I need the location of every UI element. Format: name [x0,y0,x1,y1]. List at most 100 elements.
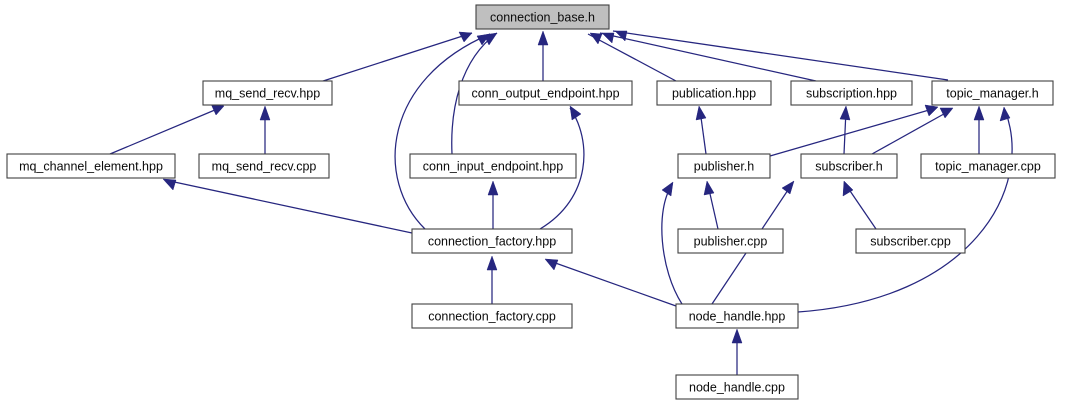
node-box[interactable] [677,228,784,254]
edge-line [871,109,952,155]
node-box[interactable] [931,80,1054,106]
graph-node-mq_send_recv_cpp[interactable]: mq_send_recv.cpp [198,153,330,179]
arrowhead-icon [839,105,851,121]
edge-connection_factory_hpp-to-conn_output_endpoint_hpp [539,105,585,230]
edge-node_handle_hpp-to-publisher_h [661,181,683,305]
arrowhead-icon [703,180,715,196]
graph-node-conn_input_endpoint_hpp[interactable]: conn_input_endpoint.hpp [409,153,577,179]
edge-mq_send_recv_cpp-to-mq_send_recv_hpp [259,105,271,154]
node-box[interactable] [202,80,333,106]
arrowhead-icon [483,32,498,46]
edge-publisher_h-to-publication_hpp [695,105,707,155]
arrowhead-icon [973,105,985,121]
edge-line [394,33,491,230]
graph-node-node_handle_cpp[interactable]: node_handle.cpp [675,374,799,400]
arrowhead-icon [614,30,628,42]
graph-node-subscriber_h[interactable]: subscriber.h [800,153,898,179]
arrowhead-icon [924,104,939,117]
edge-line [599,32,817,82]
edge-line [164,179,413,234]
arrowhead-icon [939,107,954,119]
node-box[interactable] [855,228,966,254]
node-box[interactable] [409,153,577,179]
node-box[interactable] [675,374,799,400]
edge-line [539,107,585,230]
graph-node-mq_send_recv_hpp[interactable]: mq_send_recv.hpp [202,80,333,106]
arrowhead-icon [781,180,795,195]
edge-conn_output_endpoint_hpp-to-connection_base_h [537,30,549,81]
edge-line [797,109,1013,313]
edge-line [319,32,473,83]
graph-node-publisher_cpp[interactable]: publisher.cpp [677,228,784,254]
edge-line [109,106,223,155]
edge-topic_manager_cpp-to-topic_manager_h [973,105,985,154]
edge-node_handle_hpp-to-connection_factory_hpp [544,258,677,307]
node-box[interactable] [800,153,898,179]
arrowhead-icon [601,32,615,44]
node-box[interactable] [656,80,772,106]
node-box[interactable] [675,303,799,329]
graph-node-subscriber_cpp[interactable]: subscriber.cpp [855,228,966,254]
edge-node_handle_hpp-to-topic_manager_h [797,106,1013,313]
edge-subscription_hpp-to-connection_base_h [599,32,817,82]
arrowhead-icon [162,178,177,191]
edge-line [661,184,683,305]
graph-node-connection_factory_hpp[interactable]: connection_factory.hpp [411,228,573,254]
graph-node-topic_manager_cpp[interactable]: topic_manager.cpp [920,153,1056,179]
node-box[interactable] [475,4,610,30]
edge-connection_factory_hpp-to-connection_base_h [394,33,491,230]
edge-subscriber_h-to-subscription_hpp [839,105,851,155]
graph-node-conn_output_endpoint_hpp[interactable]: conn_output_endpoint.hpp [458,80,633,106]
edge-line [612,30,949,81]
node-box[interactable] [198,153,330,179]
edges-layer [109,30,1013,375]
edge-line [546,259,677,307]
arrowhead-icon [661,181,674,197]
arrowhead-icon [569,105,582,121]
arrowhead-icon [487,180,499,196]
edge-mq_send_recv_hpp-to-connection_base_h [319,31,473,83]
edge-connection_factory_hpp-to-mq_channel_element_hpp [162,178,413,234]
arrowhead-icon [544,258,559,271]
edge-publisher_h-to-topic_manager_h [769,104,939,157]
edge-subscriber_cpp-to-subscriber_h [842,180,877,230]
arrowhead-icon [259,105,271,121]
graph-node-mq_channel_element_hpp[interactable]: mq_channel_element.hpp [6,153,176,179]
arrowhead-icon [537,30,549,46]
graph-node-connection_base_h[interactable]: connection_base.h [475,4,610,30]
edge-connection_factory_hpp-to-conn_input_endpoint_hpp [487,180,499,229]
graph-node-connection_factory_cpp[interactable]: connection_factory.cpp [411,303,573,329]
node-box[interactable] [920,153,1056,179]
graph-node-topic_manager_h[interactable]: topic_manager.h [931,80,1054,106]
graph-node-publisher_h[interactable]: publisher.h [677,153,771,179]
arrowhead-icon [731,328,743,344]
edge-topic_manager_h-to-connection_base_h [612,30,949,81]
edge-mq_channel_element_hpp-to-mq_send_recv_hpp [109,103,225,155]
arrowhead-icon [842,180,854,197]
graph-node-node_handle_hpp[interactable]: node_handle.hpp [675,303,799,329]
node-box[interactable] [790,80,913,106]
arrowhead-icon [695,105,707,121]
edge-node_handle_cpp-to-node_handle_hpp [731,328,743,375]
arrowhead-icon [458,31,473,43]
node-box[interactable] [411,303,573,329]
node-box[interactable] [411,228,573,254]
node-box[interactable] [677,153,771,179]
edge-line [769,107,937,157]
edge-subscriber_h-to-topic_manager_h [871,107,954,155]
edge-connection_factory_cpp-to-connection_factory_hpp [486,255,498,304]
edge-publication_hpp-to-connection_base_h [587,32,677,82]
edge-line [587,33,677,82]
graph-node-subscription_hpp[interactable]: subscription.hpp [790,80,913,106]
nodes-layer: connection_base.h mq_send_recv.hpp conn_ou… [6,4,1056,400]
arrowhead-icon [589,32,603,45]
node-box[interactable] [6,153,176,179]
edge-publisher_cpp-to-publisher_h [703,180,719,230]
arrowhead-icon [999,106,1011,122]
arrowhead-icon [210,103,225,116]
edge-line [845,184,877,230]
graph-node-publication_hpp[interactable]: publication.hpp [656,80,772,106]
node-box[interactable] [458,80,633,106]
